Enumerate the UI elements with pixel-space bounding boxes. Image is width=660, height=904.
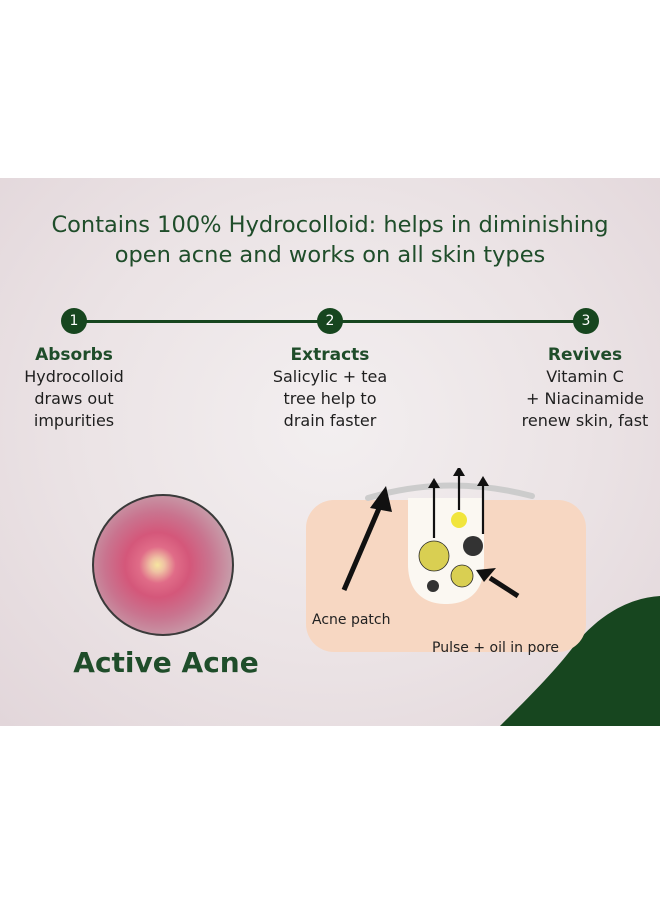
step-2-number: 2 (317, 308, 343, 334)
step-extracts: Extracts Salicylic + tea tree help to dr… (255, 344, 405, 432)
patch-pointer-arrow (341, 486, 392, 591)
step-2-title: Extracts (290, 345, 370, 365)
headline-line-1: Contains 100% Hydrocolloid: helps in dim… (51, 212, 609, 238)
step-2-description: Salicylic + tea tree help to drain faste… (272, 367, 388, 430)
step-revives: Revives Vitamin C + Niacinamide renew sk… (512, 344, 658, 432)
particle-yellow-large (418, 540, 450, 572)
step-3-number: 3 (573, 308, 599, 334)
pore-pointer-arrow (476, 568, 520, 599)
acne-patch-label: Acne patch (312, 612, 391, 628)
headline: Contains 100% Hydrocolloid: helps in dim… (20, 210, 640, 270)
active-acne-photo (92, 494, 234, 636)
upward-arrows (428, 468, 489, 538)
step-1-title: Absorbs (35, 345, 113, 365)
acne-patch-diagram: Acne patch Pulse + oil in pore (306, 468, 660, 726)
particle-dark-large (463, 536, 483, 556)
active-acne-label: Active Acne (73, 646, 259, 679)
pore-label: Pulse + oil in pore (432, 640, 559, 656)
corner-blob-shape (500, 596, 660, 726)
step-1-description: Hydrocolloid draws out impurities (24, 367, 124, 430)
particle-yellow-medium (450, 564, 474, 588)
step-absorbs: Absorbs Hydrocolloid draws out impuritie… (4, 344, 144, 432)
headline-line-2: open acne and works on all skin types (114, 242, 546, 268)
step-3-description: Vitamin C + Niacinamide renew skin, fast (521, 367, 649, 430)
particle-yellow-small (451, 512, 467, 528)
info-panel: Contains 100% Hydrocolloid: helps in dim… (0, 178, 660, 726)
particle-dark-small (427, 580, 439, 592)
patch-strip (365, 482, 535, 501)
step-3-title: Revives (547, 345, 623, 365)
step-1-number: 1 (61, 308, 87, 334)
